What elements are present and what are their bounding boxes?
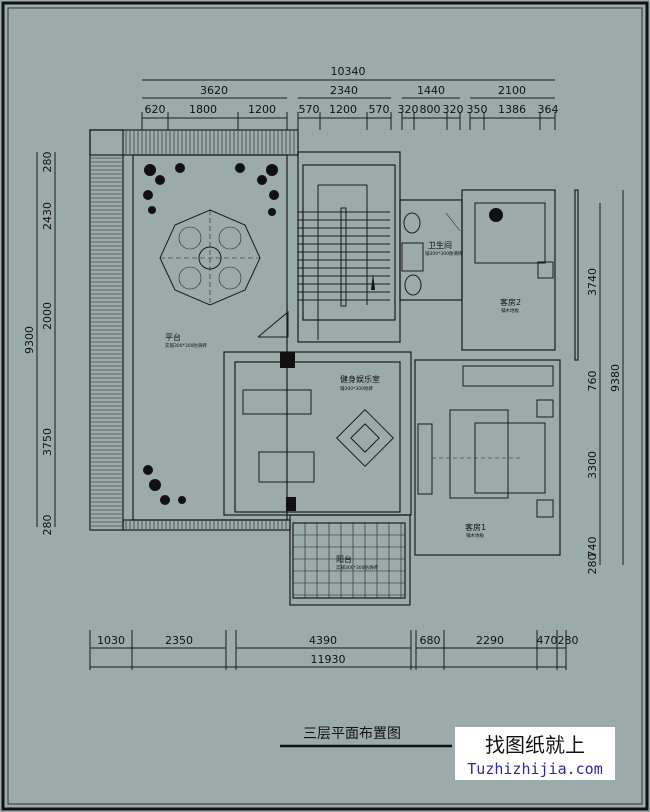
guest-room-2 <box>461 189 579 361</box>
dimension-label: 320 <box>443 103 464 116</box>
dimension-label: 350 <box>467 103 488 116</box>
dimension-label: 1386 <box>498 103 526 116</box>
dimension-label: 620 <box>145 103 166 116</box>
basin-icon <box>404 274 422 296</box>
room-label-gym: 健身娱乐室 <box>340 374 380 384</box>
dim-top-mid: 1440 <box>417 84 445 97</box>
dimension-label: 2000 <box>41 302 54 330</box>
tv-cabinet-icon <box>417 423 433 495</box>
gym-room <box>223 351 412 516</box>
dimension-label: 1200 <box>248 103 276 116</box>
dimension-label: 320 <box>398 103 419 116</box>
dimension-label: 2430 <box>41 202 54 230</box>
room-label-guest2: 客房2 <box>500 297 521 307</box>
card-table-icon <box>336 409 394 467</box>
toilet-icon <box>403 212 421 234</box>
dimension-label: 1800 <box>189 103 217 116</box>
floor-note-gym: 铺300*300地砖 <box>340 385 373 392</box>
dimension-label: 4390 <box>309 634 337 647</box>
wardrobe-icon <box>462 365 554 387</box>
staircase <box>257 151 401 343</box>
dimension-label: 570 <box>369 103 390 116</box>
dimension-label: 1200 <box>329 103 357 116</box>
umbrella-table-icon <box>159 209 261 306</box>
dimension-label: 760 <box>586 371 599 392</box>
left-dimensions: 9300 280 2430 2000 3750 280 <box>23 152 56 536</box>
dimension-label: 280 <box>41 515 54 536</box>
bathroom <box>399 199 463 301</box>
room-label-balcony: 阳台 <box>336 554 352 564</box>
drawing-title: 三层平面布置图 <box>303 726 401 742</box>
dimension-label: 2290 <box>476 634 504 647</box>
floor-note-guest1: 铺木地板 <box>466 532 484 539</box>
dim-top-mid: 2340 <box>330 84 358 97</box>
dim-bottom-total: 11930 <box>311 653 346 666</box>
dimension-label: 3750 <box>41 428 54 456</box>
exercise-bike-icon <box>258 451 315 483</box>
dimension-label: 3300 <box>586 451 599 479</box>
dim-right-total: 9380 <box>609 364 622 392</box>
dimension-label: 2350 <box>165 634 193 647</box>
rug-icon <box>449 409 509 499</box>
treadmill-icon <box>242 389 312 415</box>
nightstand-icon <box>536 399 554 418</box>
watermark-slogan: 找图纸就上 <box>485 733 585 757</box>
vanity-icon <box>401 242 424 272</box>
dim-top-total: 10340 <box>331 65 366 78</box>
watermark-url: Tuzhizhijia.com <box>467 760 602 778</box>
floor-note-guest2: 铺木地板 <box>501 307 519 314</box>
dimension-label: 280 <box>41 152 54 173</box>
dim-left-total: 9300 <box>23 326 36 354</box>
balcony <box>289 514 411 606</box>
dim-top-mid: 3620 <box>200 84 228 97</box>
watermark: 找图纸就上 Tuzhizhijia.com <box>455 727 615 780</box>
dimension-label: 800 <box>420 103 441 116</box>
floor-note-balcony: 实铺300*300防滑砖 <box>336 564 378 571</box>
dimension-label: 470 <box>537 634 558 647</box>
dimension-label: 3740 <box>586 268 599 296</box>
dimension-label: 740 <box>586 537 599 558</box>
dimension-label: 364 <box>538 103 559 116</box>
dimension-label: 570 <box>299 103 320 116</box>
dimension-label: 280 <box>558 634 579 647</box>
room-label-terrace: 平台 <box>165 332 181 342</box>
bed-icon <box>474 202 546 264</box>
room-label-bathroom: 卫生间 <box>428 240 452 250</box>
dimension-label: 1030 <box>97 634 125 647</box>
dim-top-mid: 2100 <box>498 84 526 97</box>
guest-room-1 <box>414 359 561 556</box>
floor-note-terrace: 实铺300*300防滑砖 <box>165 342 207 349</box>
dimension-label: 280 <box>586 554 599 575</box>
stair-arrow-icon <box>371 274 375 290</box>
room-label-guest1: 客房1 <box>465 522 486 532</box>
plant-icon <box>489 208 503 222</box>
floor-note-bathroom: 铺300*300防滑砖 <box>425 250 463 257</box>
plant-icon <box>143 163 279 505</box>
dimension-label: 680 <box>420 634 441 647</box>
nightstand-icon <box>536 499 554 518</box>
nightstand-icon <box>537 261 554 279</box>
top-dimensions: 10340 3620 2340 1440 2100 620 1800 1200 570… <box>141 65 559 130</box>
